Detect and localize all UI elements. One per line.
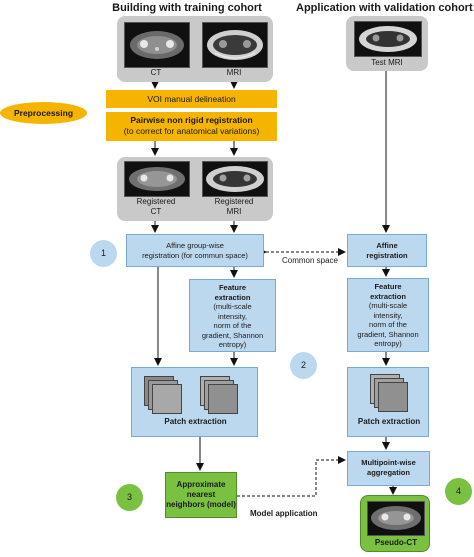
multipoint-aggregation-box: Multipoint-wise aggregation (347, 451, 430, 486)
feature-right-detail-1: (multi-scale (368, 301, 408, 310)
multipoint-line2: aggregation (367, 467, 410, 477)
registered-mri-caption-line2: MRI (226, 207, 242, 216)
ann-line2: nearest (186, 490, 216, 499)
multipoint-line1: Multipoint-wise (361, 458, 416, 467)
patch-extraction-left-box: Patch extraction (131, 367, 258, 437)
patch-stack-mri-3 (208, 384, 238, 414)
feature-extraction-left-box: Feature extraction (multi-scale intensit… (189, 279, 276, 352)
pairwise-subtitle: (to correct for anatomical variations) (123, 126, 260, 136)
feature-right-title1: Feature (374, 282, 402, 291)
registered-scans-card: Registered CT Registered MRI (117, 157, 273, 221)
test-mri-card: Test MRI (346, 16, 428, 71)
common-space-label: Common space (281, 256, 339, 265)
pairwise-title: Pairwise non rigid registration (130, 115, 253, 125)
feature-right-detail-5: entropy) (374, 339, 402, 348)
arrow-model-application (237, 456, 346, 497)
patch-left-label: Patch extraction (164, 417, 227, 426)
feature-extraction-right-box: Feature extraction (multi-scale intensit… (347, 278, 429, 352)
affine-registration-line1: Affine (376, 241, 398, 250)
test-mri-caption: Test MRI (371, 58, 403, 67)
patch-stack-test-3 (378, 382, 408, 412)
registered-ct-caption-line2: CT (150, 207, 162, 216)
affine-groupwise-line2: registration (for commun space) (142, 250, 248, 260)
feature-right-detail-3: norm of the (369, 320, 407, 329)
test-mri-image (354, 21, 422, 57)
ann-line3: neighbors (model) (166, 500, 236, 509)
patch-right-label: Patch extraction (357, 417, 421, 426)
feature-right-detail-2: intensity, (373, 310, 403, 320)
pseudo-ct-image (367, 501, 425, 536)
feature-left-detail-4: gradient, Shannon (201, 330, 264, 340)
ct-image (124, 22, 190, 68)
registered-mri-caption: Registered MRI (202, 197, 266, 217)
affine-registration-line2: registration (366, 250, 408, 260)
training-scans-card: CT MRI (117, 16, 273, 82)
pseudo-ct-label: Pseudo-CT (374, 538, 418, 547)
model-application-label: Model application (250, 509, 318, 518)
mri-image (202, 22, 268, 68)
step-badge-4: 4 (445, 478, 472, 505)
ann-line1: Approximate (176, 480, 226, 489)
feature-left-detail-3: norm of the (213, 321, 252, 330)
step-badge-3: 3 (116, 484, 143, 511)
preprocessing-badge: Preprocessing (0, 102, 87, 124)
affine-registration-box: Affine registration (347, 234, 427, 267)
registered-mri-image (202, 161, 268, 197)
affine-groupwise-box: Affine group-wise registration (for comm… (126, 234, 264, 267)
registered-ct-caption: Registered CT (124, 197, 188, 217)
feature-left-title2: extraction (214, 292, 251, 302)
registered-ct-caption-line1: Registered (136, 197, 176, 206)
feature-left-detail-1: (multi-scale (213, 302, 252, 311)
mri-caption: MRI (226, 68, 242, 77)
patch-extraction-right-box: Patch extraction (347, 367, 429, 437)
registered-mri-caption-line1: Registered (214, 197, 254, 206)
feature-left-title1: Feature (218, 283, 247, 292)
validation-cohort-title: Application with validation cohort (296, 2, 473, 14)
feature-right-detail-4: gradient, Shannon (357, 329, 419, 339)
patch-stack-ct-3 (152, 384, 182, 414)
feature-right-title2: extraction (370, 291, 406, 301)
ct-caption: CT (150, 68, 162, 77)
voi-delineation-bar: VOI manual delineation (106, 90, 277, 108)
affine-groupwise-line1: Affine group-wise (166, 241, 224, 250)
pseudo-ct-box: Pseudo-CT (360, 495, 430, 552)
feature-left-detail-5: entropy) (218, 340, 247, 349)
step-badge-1: 1 (90, 240, 117, 267)
registered-ct-image (124, 161, 190, 197)
pairwise-registration-bar: Pairwise non rigid registration (to corr… (106, 112, 277, 141)
step-badge-2: 2 (290, 352, 317, 379)
feature-left-detail-2: intensity, (217, 311, 248, 321)
ann-model-box: Approximate nearest neighbors (model) (165, 472, 237, 518)
training-cohort-title: Building with training cohort (112, 2, 262, 14)
